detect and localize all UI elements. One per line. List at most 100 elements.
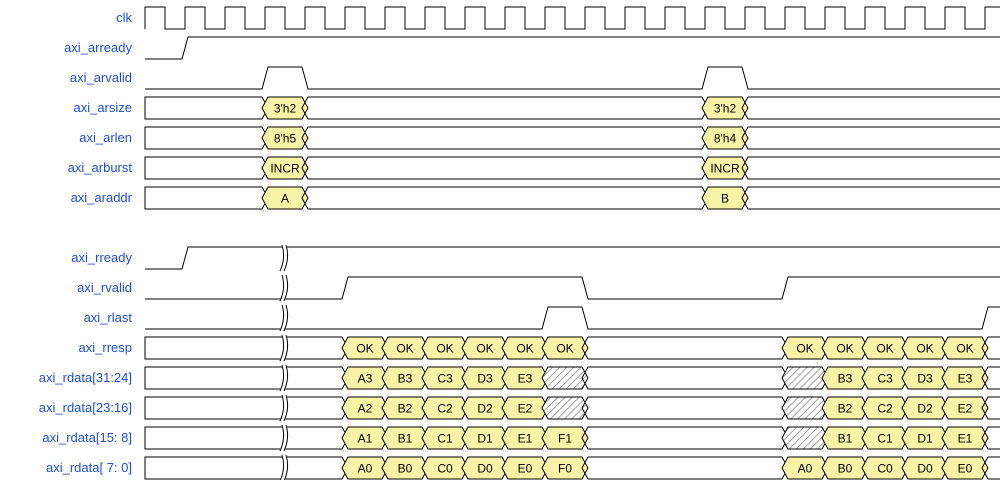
bus-value: C1 xyxy=(421,426,469,450)
bus-value-label: OK xyxy=(876,342,893,356)
bus-value: B0 xyxy=(381,456,429,480)
bus-value: OK xyxy=(941,336,989,360)
undefined-value xyxy=(741,186,1000,210)
undefined-value xyxy=(981,366,1000,390)
signal-label: axi_rvalid xyxy=(77,280,132,295)
signal-label: axi_rlast xyxy=(84,310,133,325)
undefined-value xyxy=(741,156,1000,180)
bus-value-label: E0 xyxy=(518,462,533,476)
bus-value-label: OK xyxy=(476,342,493,356)
bus-value-label: F0 xyxy=(558,462,572,476)
bus-value: D1 xyxy=(901,426,949,450)
signal-label: clk xyxy=(116,10,132,25)
bus-value-label: A3 xyxy=(358,372,373,386)
signal-clk: clk xyxy=(116,6,1000,30)
signal-label: axi_arlen xyxy=(79,130,132,145)
bus-value-label: C3 xyxy=(437,372,453,386)
wire-waveform xyxy=(145,36,1000,60)
bus-value: OK xyxy=(461,336,509,360)
undefined-value xyxy=(144,156,269,180)
bus-value: B3 xyxy=(821,366,869,390)
gap-marker xyxy=(279,304,289,333)
bus-value: OK xyxy=(781,336,829,360)
undefined-value xyxy=(144,456,349,480)
signal-axi-arvalid: axi_arvalid xyxy=(70,66,1000,90)
bus-value-label: 3'h2 xyxy=(274,102,297,116)
bus-value: OK xyxy=(821,336,869,360)
bus-value-label: A2 xyxy=(358,402,373,416)
bus-value-label: C0 xyxy=(877,462,893,476)
bus-value: OK xyxy=(541,336,589,360)
bus-value: D0 xyxy=(901,456,949,480)
bus-value-label: D2 xyxy=(917,402,933,416)
bus-value-label: B1 xyxy=(398,432,413,446)
undefined-value xyxy=(144,96,269,120)
bus-value: D2 xyxy=(901,396,949,420)
undefined-value xyxy=(144,126,269,150)
undefined-value xyxy=(581,336,789,360)
signal-label: axi_arburst xyxy=(68,160,133,175)
signal-label: axi_arvalid xyxy=(70,70,132,85)
bus-value: 8'h5 xyxy=(261,126,309,150)
undefined-value xyxy=(144,336,349,360)
undefined-value xyxy=(144,426,349,450)
undefined-value xyxy=(981,396,1000,420)
signal-label: axi_arsize xyxy=(73,100,132,115)
undefined-value xyxy=(781,426,829,450)
undefined-value xyxy=(144,186,269,210)
bus-value-label: OK xyxy=(556,342,573,356)
bus-value: E2 xyxy=(941,396,989,420)
bus-value-label: F1 xyxy=(558,432,572,446)
bus-value: OK xyxy=(861,336,909,360)
bus-value: A3 xyxy=(341,366,389,390)
undefined-value xyxy=(581,456,789,480)
undefined-value xyxy=(981,336,1000,360)
wire-waveform xyxy=(145,276,1000,300)
bus-value-label: INCR xyxy=(270,162,300,176)
bus-value-label: D0 xyxy=(917,462,933,476)
bus-value-label: 8'h5 xyxy=(274,132,297,146)
bus-value: 3'h2 xyxy=(261,96,309,120)
bus-value: OK xyxy=(421,336,469,360)
signal-label: axi_rready xyxy=(71,250,132,265)
bus-value: A0 xyxy=(781,456,829,480)
bus-value-label: A0 xyxy=(358,462,373,476)
bus-value-label: OK xyxy=(516,342,533,356)
bus-value-label: 8'h4 xyxy=(714,132,737,146)
bus-value-label: E0 xyxy=(958,462,973,476)
bus-value-label: B xyxy=(721,192,729,206)
undefined-value xyxy=(581,366,789,390)
undefined-value xyxy=(541,366,589,390)
bus-value: OK xyxy=(341,336,389,360)
bus-value: D1 xyxy=(461,426,509,450)
bus-value: C1 xyxy=(861,426,909,450)
undefined-value xyxy=(301,126,709,150)
signal-label: axi_rdata[23:16] xyxy=(39,400,132,415)
bus-value-label: OK xyxy=(396,342,413,356)
bus-value: C2 xyxy=(861,396,909,420)
gap-marker xyxy=(279,334,289,363)
bus-value: B2 xyxy=(821,396,869,420)
bus-value-label: C0 xyxy=(437,462,453,476)
gap-marker xyxy=(279,274,289,303)
bus-value: C0 xyxy=(421,456,469,480)
bus-value-label: OK xyxy=(436,342,453,356)
signal-axi-arready: axi_arready xyxy=(64,36,1000,60)
bus-value: F1 xyxy=(541,426,589,450)
bus-value: B0 xyxy=(821,456,869,480)
bus-value-label: A0 xyxy=(798,462,813,476)
signal-axi-rready: axi_rready xyxy=(71,246,1000,270)
signal-label: axi_rresp xyxy=(79,340,132,355)
undefined-value xyxy=(581,426,789,450)
signal-label: axi_araddr xyxy=(71,190,133,205)
undefined-value xyxy=(541,396,589,420)
signal-axi-rlast: axi_rlast xyxy=(84,306,1000,330)
bus-value-label: OK xyxy=(796,342,813,356)
signal-label: axi_rdata[31:24] xyxy=(39,370,132,385)
